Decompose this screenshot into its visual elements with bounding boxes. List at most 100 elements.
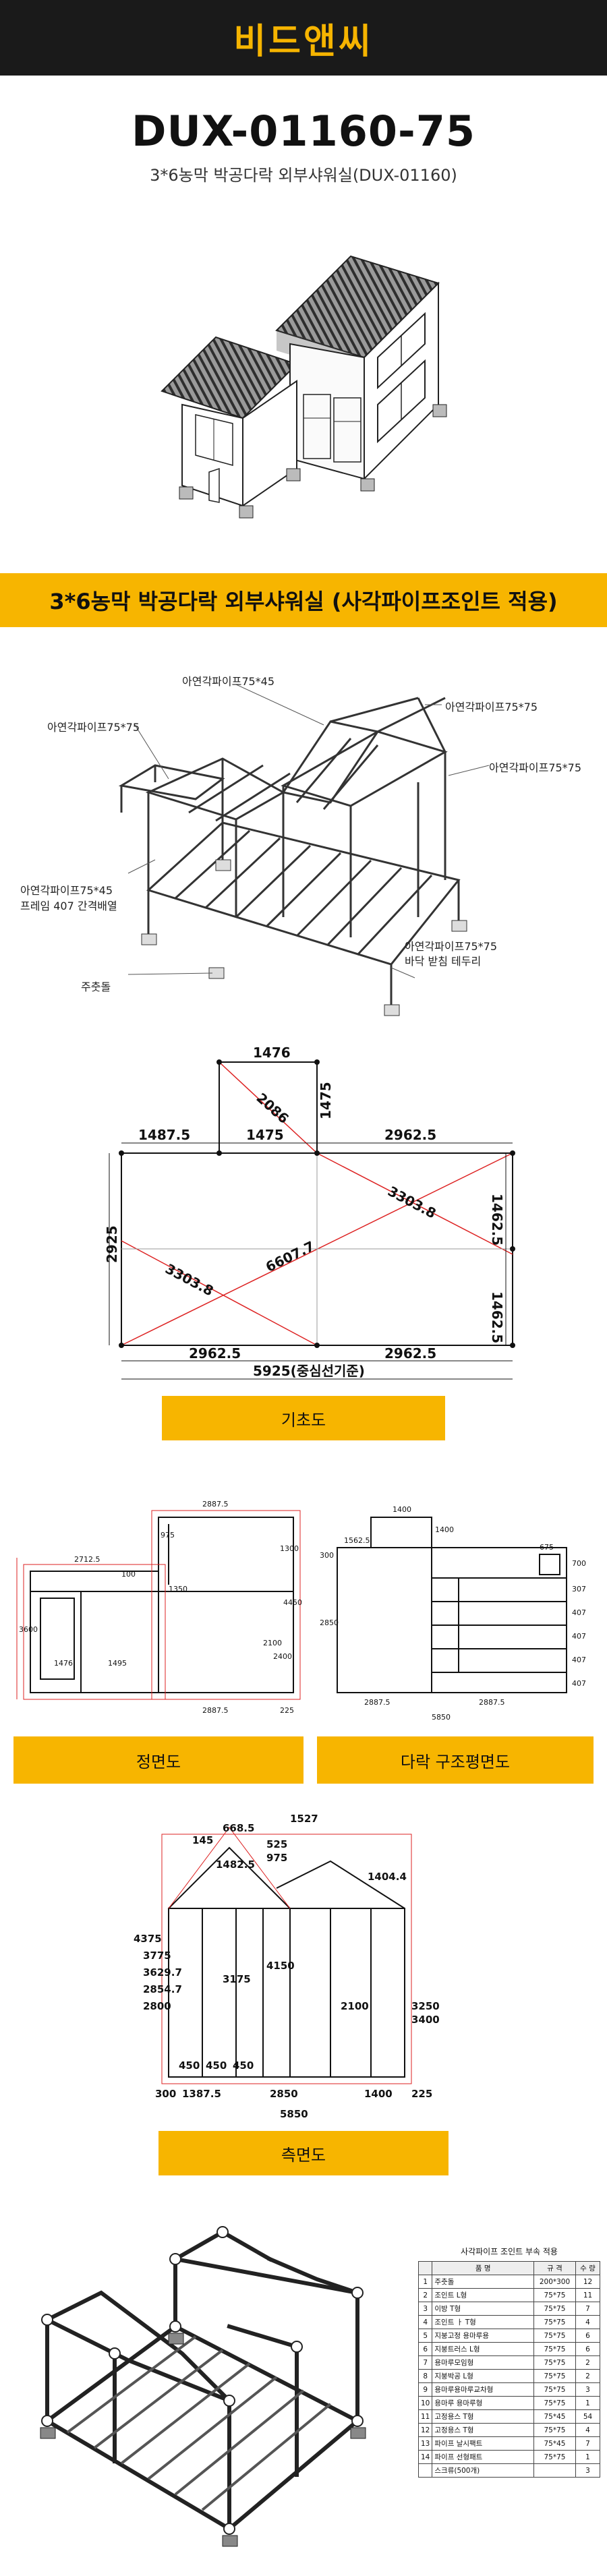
part-no: 10: [417, 2396, 433, 2410]
part-qty: 7: [575, 2436, 600, 2451]
side-dim-3: 525: [266, 1838, 287, 1850]
side-dim-8: 3775: [143, 1950, 171, 1962]
foundation-label: 기초도: [162, 1396, 445, 1440]
side-dim-10: 2854.7: [143, 1983, 182, 1995]
part-spec: 200*300: [533, 2275, 576, 2289]
side-dim-23: 1400: [364, 2088, 393, 2100]
brand-header: 비드앤씨: [0, 0, 607, 76]
side-dim-2: 145: [192, 1834, 213, 1846]
side-dim-6: 1404.4: [368, 1871, 407, 1883]
side-dim-7: 4375: [134, 1933, 162, 1945]
callout-right-upper-pipe: 아연각파이프75*75: [445, 701, 538, 713]
callout-right-pipe: 아연각파이프75*75: [489, 761, 582, 774]
part-no: 14: [417, 2450, 433, 2464]
parts-header-no: [417, 2261, 433, 2275]
brand-logo[interactable]: 비드앤씨: [233, 21, 374, 62]
side-dim-1: 668.5: [223, 1822, 254, 1834]
side-dim-15: 3250: [411, 2000, 440, 2012]
product-subtitle: 3*6농막 박공다락 외부샤워실(DUX-01160): [150, 166, 457, 185]
front-dim-4: 1300: [280, 1544, 299, 1553]
part-qty: 2: [575, 2355, 600, 2370]
dim-width-left: 1487.5: [138, 1127, 190, 1143]
section-banner: 3*6농막 박공다락 외부샤워실 (사각파이프조인트 적용): [0, 573, 607, 627]
part-no: 9: [417, 2382, 433, 2397]
part-qty: 4: [575, 2423, 600, 2437]
dim-bottom-left: 2962.5: [189, 1345, 241, 1362]
dim-width-right: 2962.5: [384, 1127, 436, 1143]
plan-dim-7: 307: [572, 1585, 586, 1593]
part-name: 고정용스 T형: [432, 2423, 534, 2437]
part-no: 6: [417, 2342, 433, 2356]
dim-small-diagonal: 2086: [254, 1090, 292, 1127]
part-qty: 54: [575, 2409, 600, 2424]
parts-header-qty: 수 량: [575, 2261, 600, 2275]
part-name: 스크류(500개): [432, 2463, 534, 2478]
dim-height-left: 2925: [104, 1225, 120, 1263]
front-dim-9: 4450: [283, 1598, 302, 1607]
side-dim-18: 450: [206, 2059, 227, 2072]
side-elevation-drawing: 1527 668.5 145 525 975 1482.5 1404.4 437…: [134, 1813, 440, 2120]
part-spec: 75*75: [533, 2315, 576, 2329]
dim-small-height: 1475: [318, 1082, 334, 1119]
part-no: 4: [417, 2315, 433, 2329]
side-dim-14: 2100: [341, 2000, 369, 2012]
side-dim-20: 300: [155, 2088, 176, 2100]
part-qty: 2: [575, 2369, 600, 2383]
side-dim-19: 450: [233, 2059, 254, 2072]
front-dim-12: 2887.5: [202, 1706, 229, 1715]
part-spec: 75*75: [533, 2288, 576, 2302]
hero-house-illustration: [161, 255, 447, 519]
dim-height-right-top: 1462.5: [489, 1194, 505, 1246]
dim-diagonal-main: 6607.7: [263, 1238, 317, 1275]
side-dim-13: 4150: [266, 1960, 295, 1972]
part-no: 7: [417, 2355, 433, 2370]
part-name: 용마루용마루교차형: [432, 2382, 534, 2397]
parts-header-name: 품 명: [432, 2261, 534, 2275]
plan-dim-2: 1400: [435, 1525, 454, 1534]
part-no: 13: [417, 2436, 433, 2451]
part-no: 5: [417, 2329, 433, 2343]
side-dim-0: 1527: [290, 1813, 318, 1825]
part-no: 8: [417, 2369, 433, 2383]
callout-top-pipe: 아연각파이프75*45: [182, 675, 275, 688]
part-name: 지붕고정 용마루용: [432, 2329, 534, 2343]
part-qty: 11: [575, 2288, 600, 2302]
front-dim-11: 2400: [273, 1652, 292, 1661]
dim-diagonal-right: 3303.8: [385, 1183, 438, 1221]
part-name: 조인트 L형: [432, 2288, 534, 2302]
front-dim-7: 1350: [169, 1585, 187, 1593]
part-qty: 6: [575, 2329, 600, 2343]
dim-diagonal-left: 3303.8: [163, 1260, 216, 1299]
part-qty: 3: [575, 2463, 600, 2478]
front-dim-2: 100: [121, 1570, 136, 1579]
dim-width-mid: 1475: [246, 1127, 284, 1143]
side-dim-11: 2800: [143, 2000, 171, 2012]
front-dim-6: 1495: [108, 1659, 127, 1668]
side-dim-17: 450: [179, 2059, 200, 2072]
part-spec: 75*75: [533, 2423, 576, 2437]
side-dim-16: 3400: [411, 2014, 440, 2026]
callout-foot: 주춧돌: [81, 980, 111, 993]
frame-structure-diagram: [118, 684, 490, 1016]
plan-dim-14: 5850: [432, 1713, 451, 1722]
part-spec: 75*75: [533, 2342, 576, 2356]
part-no: 2: [417, 2288, 433, 2302]
part-name: 이방 T형: [432, 2302, 534, 2316]
part-qty: 6: [575, 2342, 600, 2356]
plan-dim-10: 407: [572, 1656, 586, 1664]
part-name: 고정용스 T형: [432, 2409, 534, 2424]
front-view-label: 정면도: [13, 1736, 304, 1784]
loft-plan-drawing: 1400 1562.5 1400 675 300 700 2850 307 40…: [320, 1505, 586, 1722]
part-spec: 75*75: [533, 2369, 576, 2383]
